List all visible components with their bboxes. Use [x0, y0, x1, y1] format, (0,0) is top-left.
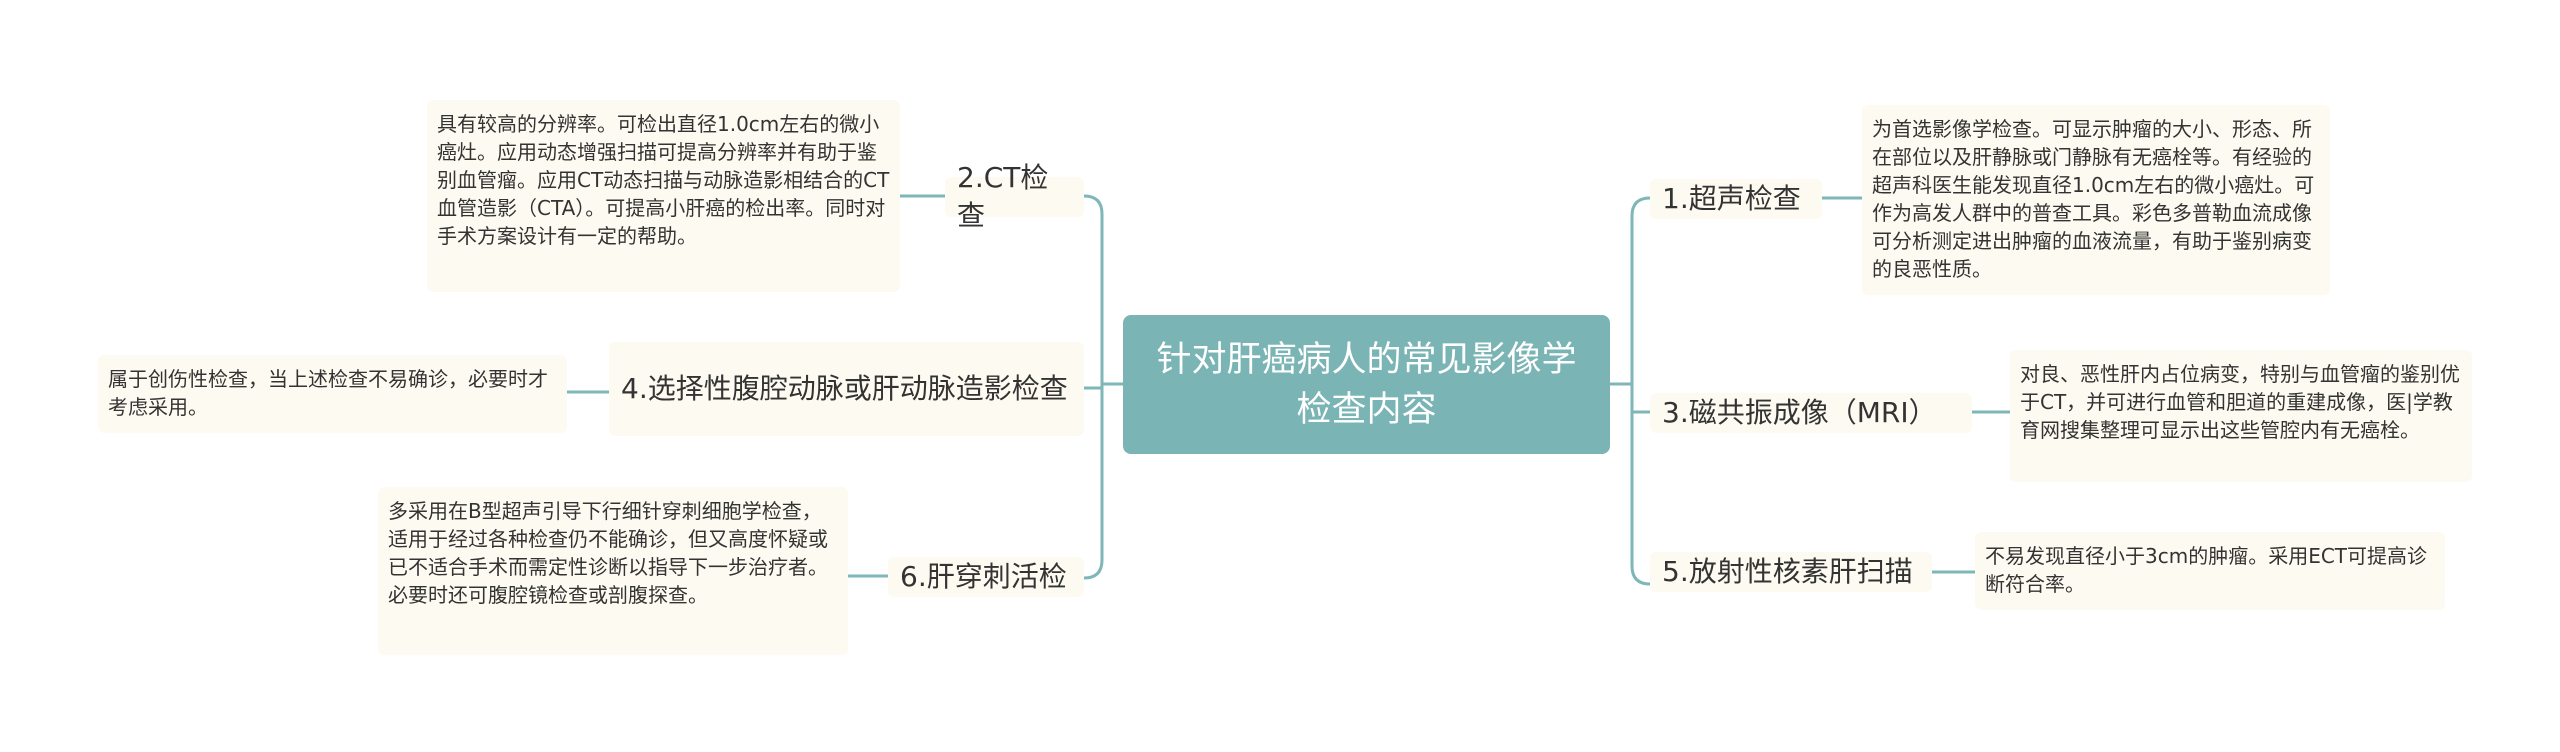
branch-ultrasound-label: 1.超声检查	[1662, 182, 1801, 215]
branch-ct[interactable]: 2.CT检查	[945, 161, 1084, 232]
note-ct: 具有较高的分辨率。可检出直径1.0cm左右的微小癌灶。应用动态增强扫描可提高分辨…	[427, 100, 900, 292]
branch-mri[interactable]: 3.磁共振成像（MRI）	[1650, 393, 1972, 433]
note-ct-text: 具有较高的分辨率。可检出直径1.0cm左右的微小癌灶。应用动态增强扫描可提高分辨…	[437, 112, 890, 248]
central-topic[interactable]: 针对肝癌病人的常见影像学检查内容	[1123, 315, 1610, 454]
note-ultrasound-text: 为首选影像学检查。可显示肿瘤的大小、形态、所在部位以及肝静脉或门静脉有无癌栓等。…	[1872, 117, 2315, 281]
note-radionuclide-scan-text: 不易发现直径小于3cm的肿瘤。采用ECT可提高诊断符合率。	[1985, 544, 2428, 596]
branch-biopsy[interactable]: 6.肝穿刺活检	[888, 557, 1084, 597]
branch-mri-label: 3.磁共振成像（MRI）	[1662, 396, 1937, 429]
note-biopsy: 多采用在B型超声引导下行细针穿刺细胞学检查，适用于经过各种检查仍不能确诊，但又高…	[378, 487, 848, 655]
central-topic-title: 针对肝癌病人的常见影像学检查内容	[1156, 339, 1577, 430]
note-angiography-text: 属于创伤性检查，当上述检查不易确诊，必要时才考虑采用。	[108, 367, 548, 419]
note-angiography: 属于创伤性检查，当上述检查不易确诊，必要时才考虑采用。	[98, 355, 567, 433]
branch-angiography[interactable]: 4.选择性腹腔动脉或肝动脉造影检查	[609, 342, 1084, 436]
branch-radionuclide-scan[interactable]: 5.放射性核素肝扫描	[1650, 552, 1932, 592]
note-biopsy-text: 多采用在B型超声引导下行细针穿刺细胞学检查，适用于经过各种检查仍不能确诊，但又高…	[388, 499, 828, 607]
branch-ct-label: 2.CT检查	[957, 161, 1049, 232]
note-mri-text: 对良、恶性肝内占位病变，特别与血管瘤的鉴别优于CT，并可进行血管和胆道的重建成像…	[2020, 362, 2460, 442]
note-mri: 对良、恶性肝内占位病变，特别与血管瘤的鉴别优于CT，并可进行血管和胆道的重建成像…	[2010, 350, 2472, 482]
branch-ultrasound[interactable]: 1.超声检查	[1650, 179, 1822, 219]
branch-angiography-label: 4.选择性腹腔动脉或肝动脉造影检查	[621, 372, 1068, 405]
note-radionuclide-scan: 不易发现直径小于3cm的肿瘤。采用ECT可提高诊断符合率。	[1975, 532, 2445, 610]
branch-biopsy-label: 6.肝穿刺活检	[900, 560, 1067, 593]
branch-radionuclide-scan-label: 5.放射性核素肝扫描	[1662, 555, 1913, 588]
note-ultrasound: 为首选影像学检查。可显示肿瘤的大小、形态、所在部位以及肝静脉或门静脉有无癌栓等。…	[1862, 105, 2330, 295]
